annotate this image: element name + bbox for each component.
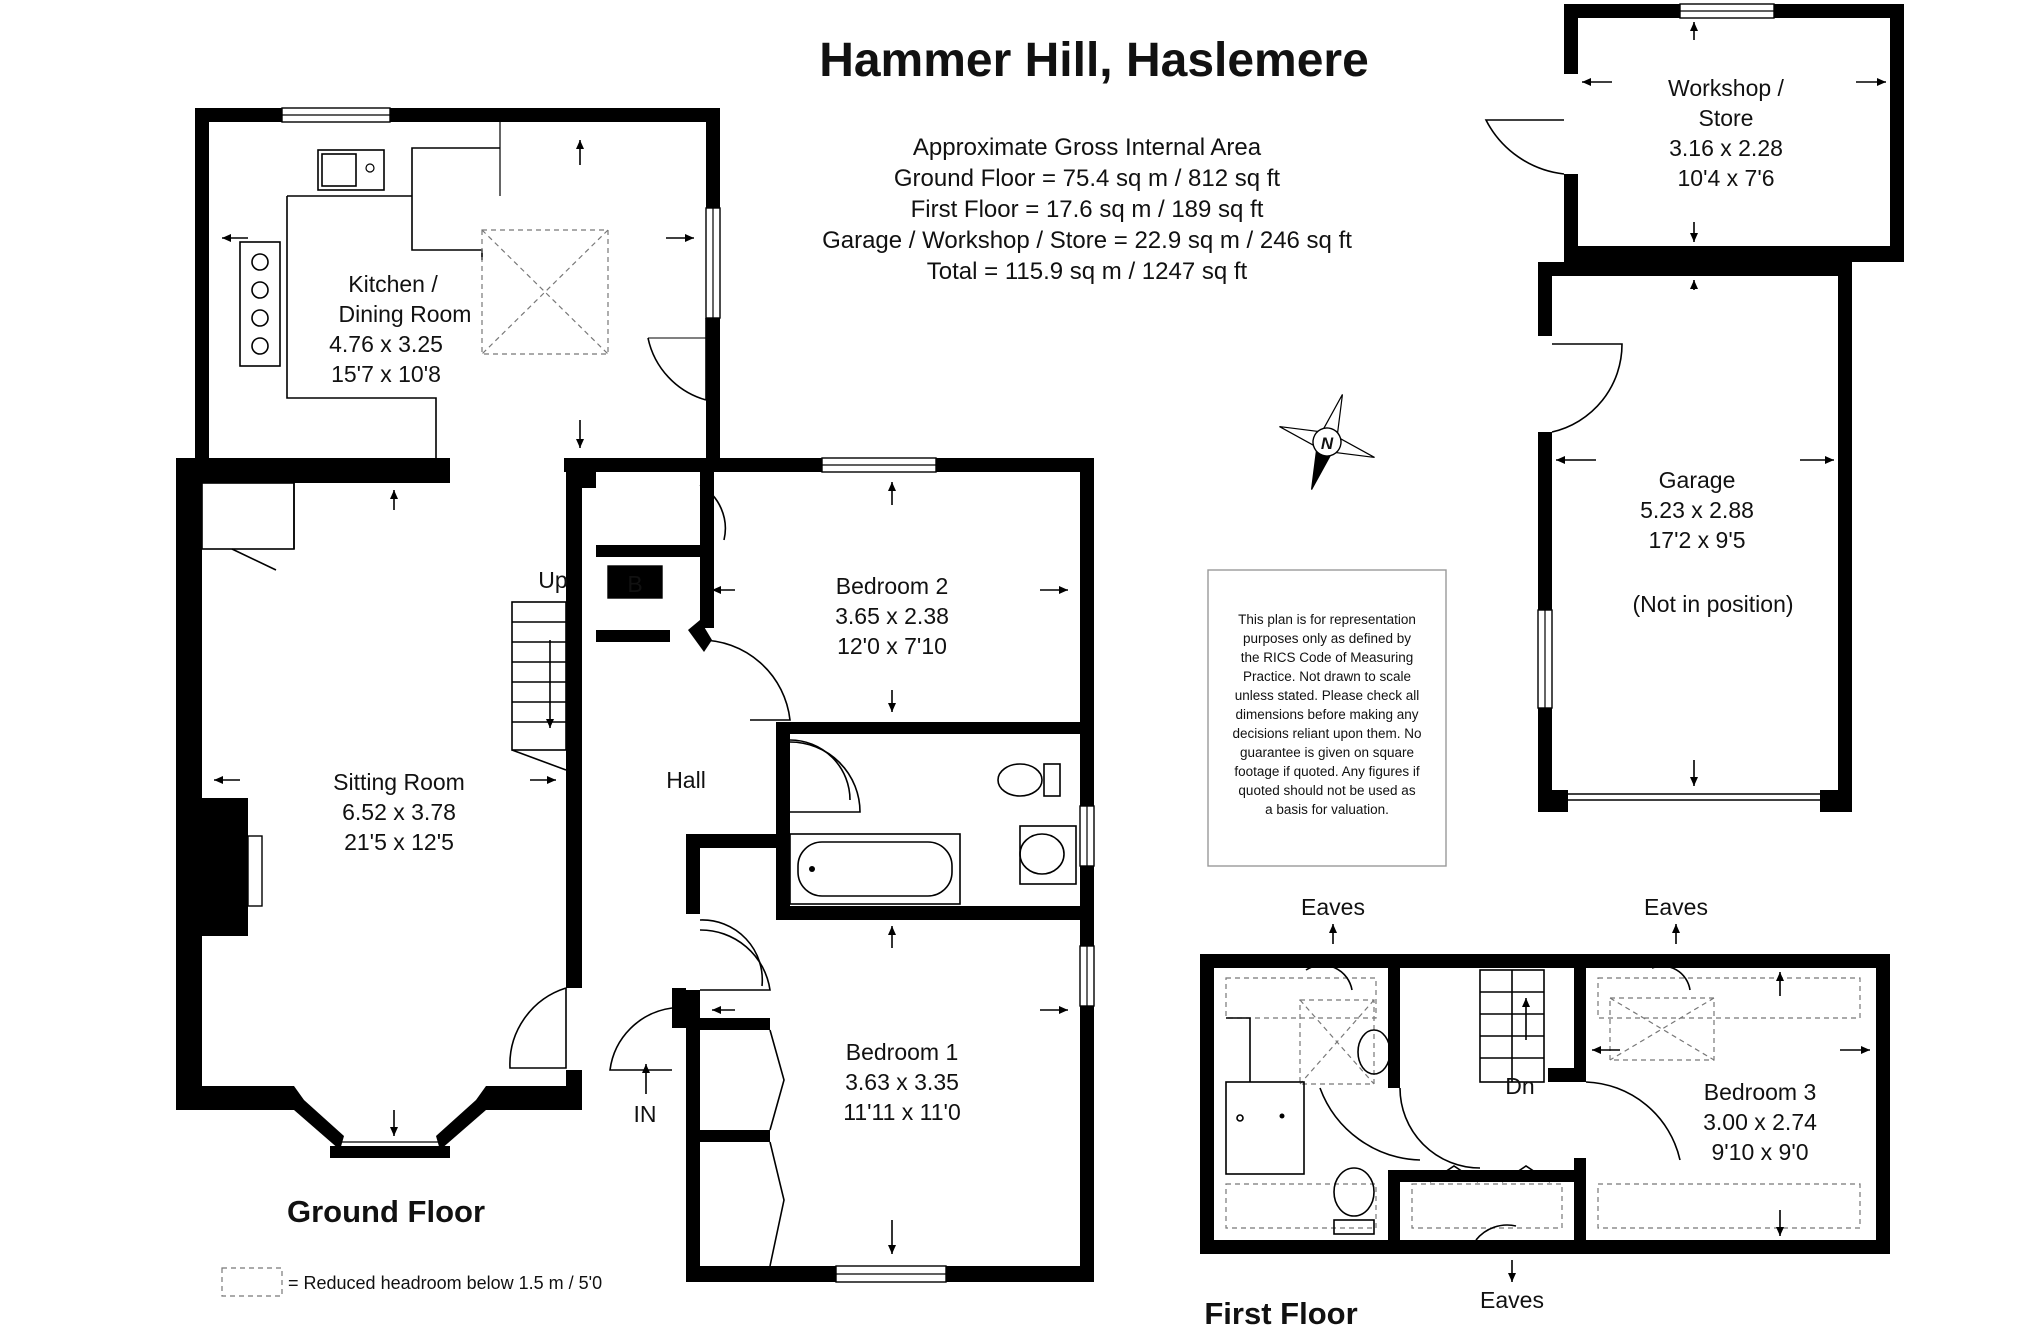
bedroom2-imperial: 12'0 x 7'10 (837, 633, 947, 659)
workshop-imperial: 10'4 x 7'6 (1677, 165, 1774, 191)
plan-title: Hammer Hill, Haslemere (819, 34, 1369, 87)
svg-text:Practice. Not drawn to scale: Practice. Not drawn to scale (1243, 669, 1411, 684)
compass-north-label: N (1321, 434, 1334, 453)
first-floor-title: First Floor (1204, 1296, 1357, 1331)
sitting-room-metric: 6.52 x 3.78 (342, 799, 456, 825)
bedroom1-label: Bedroom 1 (846, 1039, 959, 1065)
svg-text:footage if quoted. Any figures: footage if quoted. Any figures if (1234, 764, 1420, 779)
garage-note: (Not in position) (1632, 591, 1793, 617)
sitting-room-label: Sitting Room (333, 769, 465, 795)
entrance-label: IN (634, 1101, 657, 1127)
stairs-ground (511, 601, 567, 771)
legend-text: = Reduced headroom below 1.5 m / 5'0 (288, 1273, 602, 1293)
disclaimer-box (1207, 569, 1447, 867)
outbuilding-plan (1484, 3, 1904, 812)
eaves-label-3: Eaves (1480, 1287, 1544, 1313)
bedroom2-metric: 3.65 x 2.38 (835, 603, 949, 629)
kitchen-label-2: Dining Room (339, 301, 472, 327)
hall-label: Hall (666, 767, 706, 793)
up-label: Up (538, 567, 567, 593)
area-first-floor: First Floor = 17.6 sq m / 189 sq ft (911, 196, 1264, 223)
bedroom2-label: Bedroom 2 (836, 573, 949, 599)
kitchen-metric: 4.76 x 3.25 (329, 331, 443, 357)
kitchen-label-1: Kitchen / (348, 271, 438, 297)
workshop-label-2: Store (1699, 105, 1754, 131)
ground-floor-plan (176, 107, 1095, 1283)
svg-text:quoted should not be used as: quoted should not be used as (1238, 783, 1415, 798)
svg-text:unless stated. Please check al: unless stated. Please check all (1235, 688, 1420, 703)
dimension-arrows-outbuilding (1556, 22, 1886, 786)
svg-text:the RICS Code of Measuring: the RICS Code of Measuring (1241, 650, 1414, 665)
dimension-arrows-ground (214, 140, 1068, 1254)
first-floor-plan (1200, 954, 1890, 1254)
eaves-label-2: Eaves (1644, 894, 1708, 920)
area-heading: Approximate Gross Internal Area (913, 134, 1262, 161)
disclaimer-text: This plan is for representation purposes… (1232, 612, 1421, 817)
bedroom3-label: Bedroom 3 (1704, 1079, 1817, 1105)
svg-text:This plan is for representatio: This plan is for representation (1238, 612, 1416, 627)
bedroom3-imperial: 9'10 x 9'0 (1711, 1139, 1808, 1165)
svg-text:guarantee is given on square: guarantee is given on square (1240, 745, 1414, 760)
garage-imperial: 17'2 x 9'5 (1648, 527, 1745, 553)
bedroom1-imperial: 11'11 x 11'0 (843, 1099, 960, 1125)
eaves-label-1: Eaves (1301, 894, 1365, 920)
bedroom3-metric: 3.00 x 2.74 (1703, 1109, 1817, 1135)
garage-label: Garage (1659, 467, 1736, 493)
svg-text:a basis for valuation.: a basis for valuation. (1265, 802, 1389, 817)
workshop-label-1: Workshop / (1668, 75, 1785, 101)
kitchen-imperial: 15'7 x 10'8 (331, 361, 441, 387)
legend-swatch (221, 1267, 283, 1297)
area-total: Total = 115.9 sq m / 1247 sq ft (927, 258, 1248, 285)
dimension-arrows-first (1329, 924, 1870, 1282)
down-label: Dn (1505, 1073, 1534, 1099)
svg-text:decisions reliant upon them. N: decisions reliant upon them. No (1232, 726, 1421, 741)
svg-text:dimensions before making any: dimensions before making any (1235, 707, 1418, 722)
area-ground-floor: Ground Floor = 75.4 sq m / 812 sq ft (894, 165, 1281, 192)
area-garage: Garage / Workshop / Store = 22.9 sq m / … (822, 227, 1352, 254)
svg-text:purposes only as defined by: purposes only as defined by (1243, 631, 1411, 646)
garage-metric: 5.23 x 2.88 (1640, 497, 1754, 523)
boiler-label: B (627, 571, 642, 597)
compass-rose (1279, 394, 1375, 490)
ground-floor-title: Ground Floor (287, 1194, 485, 1229)
bedroom1-metric: 3.63 x 3.35 (845, 1069, 959, 1095)
sitting-room-imperial: 21'5 x 12'5 (344, 829, 454, 855)
workshop-metric: 3.16 x 2.28 (1669, 135, 1783, 161)
